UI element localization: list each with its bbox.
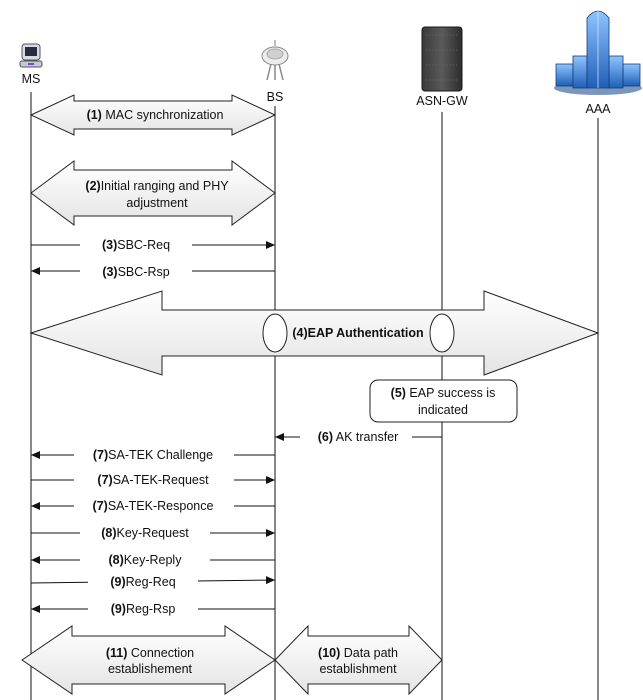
eap-auth-label: (4)EAP Authentication (292, 326, 423, 340)
aaa-label: AAA (585, 102, 611, 116)
eap-success-label-line2: indicated (418, 403, 468, 417)
reg-rsp-label: (9)Reg-Rsp (111, 602, 176, 616)
sbc-rsp-message: (3)SBC-Rsp (31, 263, 275, 279)
initial-ranging-label-line2: adjustment (126, 196, 188, 210)
sbc-req-label: (3)SBC-Req (102, 238, 170, 252)
sa-tek-challenge-label: (7)SA-TEK Challenge (93, 448, 213, 462)
sbc-rsp-label: (3)SBC-Rsp (102, 265, 169, 279)
asn-gw-label: ASN-GW (416, 94, 468, 108)
bs-label: BS (267, 90, 284, 104)
initial-ranging-arrow (30, 160, 276, 226)
eap-auth-arrow (29, 290, 600, 376)
eap-success-label: (5) EAP success is (391, 386, 496, 400)
reg-req-message: (9)Reg-Req (30, 574, 276, 590)
data-path-establishment-label: (10) Data path (318, 646, 398, 660)
data-path-establishment-arrow (274, 624, 443, 696)
mac-sync-arrow (29, 94, 277, 136)
sa-tek-response-message: (7)SA-TEK-Responce (31, 498, 275, 514)
initial-ranging-label: (2)Initial ranging and PHY (85, 179, 229, 193)
reg-req-label: (9)Reg-Req (110, 575, 175, 589)
aaa-server-icon (554, 10, 642, 95)
sa-tek-request-message: (7)SA-TEK-Request (31, 472, 275, 488)
ms-label: MS (22, 72, 41, 86)
key-request-label: (8)Key-Request (101, 526, 189, 540)
asn-eap-relay-marker (429, 313, 455, 353)
connection-establishment-arrow (21, 625, 276, 695)
ms-icon (19, 43, 43, 68)
ak-transfer-message: (6) AK transfer (275, 429, 442, 445)
key-reply-message: (8)Key-Reply (31, 552, 275, 568)
reg-rsp-message: (9)Reg-Rsp (31, 601, 275, 617)
connection-establishment-label-line2: establishement (108, 662, 193, 676)
key-request-message: (8)Key-Request (31, 525, 275, 541)
bs-eap-relay-marker (262, 313, 288, 353)
sa-tek-response-label: (7)SA-TEK-Responce (93, 499, 214, 513)
eap-success-box (369, 379, 518, 423)
key-reply-label: (8)Key-Reply (109, 553, 183, 567)
data-path-establishment-label-line2: establishment (319, 662, 397, 676)
sa-tek-challenge-message: (7)SA-TEK Challenge (31, 447, 275, 463)
sa-tek-request-label: (7)SA-TEK-Request (97, 473, 209, 487)
connection-establishment-label: (11) Connection (106, 646, 194, 660)
mac-sync-label: (1) MAC synchronization (87, 108, 224, 122)
asn-gw-icon (421, 26, 463, 92)
ak-transfer-label: (6) AK transfer (318, 430, 399, 444)
sbc-req-message: (3)SBC-Req (31, 237, 275, 253)
bs-icon (261, 40, 289, 81)
